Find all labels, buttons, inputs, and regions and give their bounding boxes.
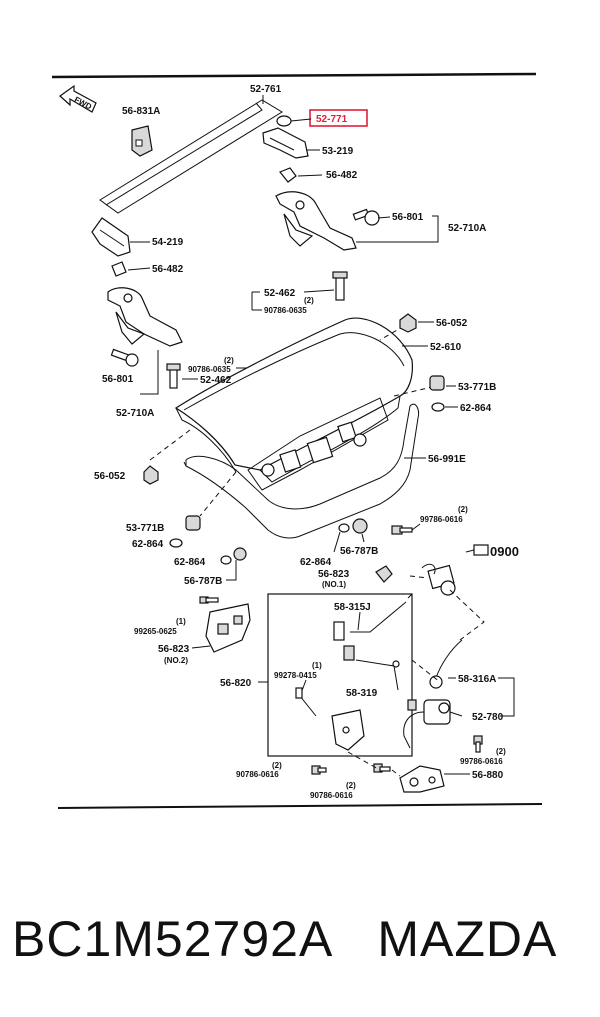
plate-56-823-no2-part [205,603,251,653]
label-0900: 0900 [490,544,519,559]
stopper-56-787b-left-part [233,547,247,561]
group-box-56-820 [267,593,413,757]
label-62-864-a: 62-864 [132,539,164,550]
label-52-761: 52-761 [250,84,282,95]
label-99265-0625: 99265-0625 [134,627,177,636]
label-52-771: 52-771 [316,114,348,125]
torsion-bar-part [99,95,283,214]
bolt-99278-0415-part [295,687,303,699]
label-99786-0616-a: 99786-0616 [420,515,463,524]
label-56-801-right: 56-801 [392,212,424,223]
label-no2: (NO.2) [164,656,188,665]
label-90786-0635-a: 90786-0635 [264,306,307,315]
bolt-90786-0616-mid-part [373,763,391,773]
bolt-52-462-top-part [332,271,348,301]
bolt-56-801-right-part [352,208,380,226]
label-qty-a: (2) [304,296,314,305]
label-qty-f: (2) [496,747,506,756]
striker-56-880-part [399,765,445,793]
ring-62-864-center-part [338,523,350,533]
bolt-99786-0616-bottom-part [473,735,483,753]
bolt-52-462-left-part [166,363,181,389]
bolt-90786-0616-left-part [311,765,327,775]
label-53-771b-left: 53-771B [126,523,164,534]
label-53-771b-right: 53-771B [458,382,496,393]
label-qty-g: (2) [272,761,282,770]
hinge-right-part [275,167,357,251]
label-90786-0635-b: 90786-0635 [188,365,231,374]
highlight-box [309,109,368,127]
part-number: BC1M52792A [12,911,334,967]
label-53-219: 53-219 [322,146,354,157]
label-56-482-left: 56-482 [152,264,184,275]
bolt-99265-0625-part [199,596,219,604]
hinge-left-part [107,261,183,347]
label-58-315j: 58-315J [334,602,371,613]
label-99786-0616-b: 99786-0616 [460,757,503,766]
ring-62-864-right-part [431,402,445,412]
label-52-462-top: 52-462 [264,288,296,299]
label-no1: (NO.1) [322,580,346,589]
top-border [51,72,537,79]
label-56-880: 56-880 [472,770,504,781]
label-56-823-no2: 56-823 [158,644,190,655]
label-58-316a: 58-316A [458,674,496,685]
label-54-219: 54-219 [152,237,184,248]
key-cylinder-no1-part [375,565,393,583]
label-56-482-top: 56-482 [326,170,358,181]
ring-52-771-part [276,115,292,127]
bracket-54-219-part [91,217,131,257]
lock-52-780-part [403,699,451,749]
label-52-780: 52-780 [472,712,504,723]
part-caption: BC1M52792A MAZDA [12,910,592,970]
label-62-864-c: 62-864 [300,557,332,568]
label-58-319: 58-319 [346,688,378,699]
label-qty-c: (2) [458,505,468,514]
ring-62-864-left-part [169,538,183,548]
label-56-801-left: 56-801 [102,374,134,385]
label-56-823-no1: 56-823 [318,569,350,580]
label-62-864-right: 62-864 [460,403,492,414]
label-56-787b-left: 56-787B [184,576,222,587]
label-52-710a-left: 52-710A [116,408,154,419]
label-56-052-left: 56-052 [94,471,126,482]
label-52-462-left: 52-462 [200,375,232,386]
plug-53-771b-left-part [185,515,201,531]
label-56-820: 56-820 [220,678,252,689]
fwd-arrow-icon: FWD [59,84,97,113]
label-52-710a-right: 52-710A [448,223,486,234]
label-62-864-b: 62-864 [174,557,206,568]
cable-58-316a-part [429,639,463,689]
latch-bracket-part [331,709,365,751]
label-qty-d: (1) [176,617,186,626]
label-qty-e: (1) [312,661,322,670]
label-90786-0616-b: 90786-0616 [310,791,353,800]
connector-0900-part [465,544,489,556]
ring-62-864-mid-part [220,555,232,565]
label-99278-0415: 99278-0415 [274,671,317,680]
label-qty-h: (2) [346,781,356,790]
bumper-56-052-left-part [143,465,159,485]
stopper-56-787b-right-part [352,518,368,534]
bolt-99786-0616-top-part [391,525,413,535]
clip-56-831a-part [131,125,153,157]
label-qty-b: (2) [224,356,234,365]
label-56-052-right: 56-052 [436,318,468,329]
label-90786-0616-a: 90786-0616 [236,770,279,779]
bolt-56-801-left-part [110,348,139,367]
link-58-315j-part [333,593,413,661]
bottom-border [57,803,543,809]
brand-name: MAZDA [377,911,558,967]
label-52-610: 52-610 [430,342,462,353]
parts-diagram: FWD [51,72,543,809]
weatherstrip-part [185,403,419,539]
label-56-787b-right: 56-787B [340,546,378,557]
bracket-53-219-part [262,127,309,159]
label-56-991e: 56-991E [428,454,466,465]
bumper-56-052-right-part [399,313,417,333]
trunk-lid-part [174,317,413,491]
plug-53-771b-right-part [429,375,445,391]
label-56-831a: 56-831A [122,106,160,117]
actuator-part [421,563,456,596]
